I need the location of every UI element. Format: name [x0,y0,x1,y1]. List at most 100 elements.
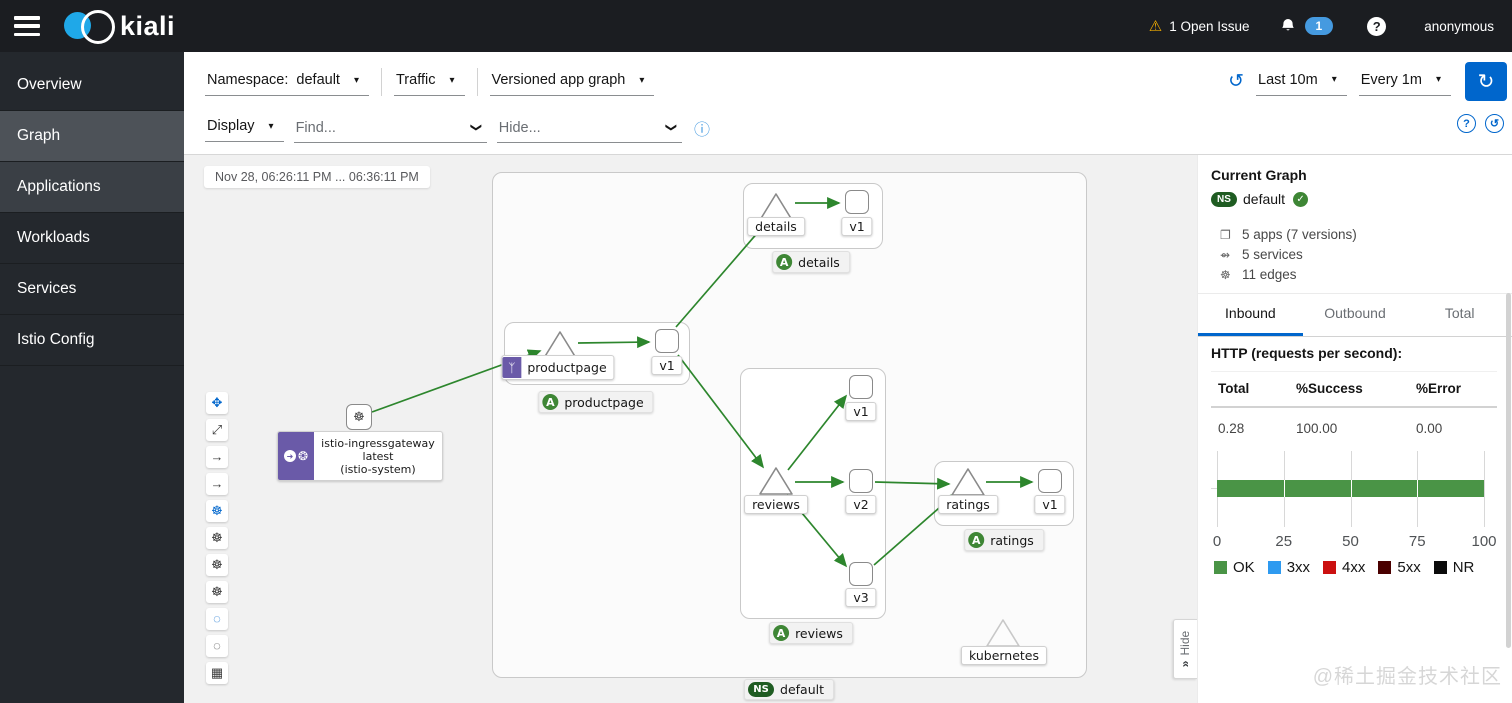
tab-outbound[interactable]: Outbound [1324,305,1386,321]
y-axis-tick [1211,488,1217,489]
node-label-details-v1[interactable]: v1 [841,217,873,236]
hide-all-edges-button[interactable]: → [206,473,228,495]
menu-toggle-icon[interactable] [14,16,40,36]
legend-label: 4xx [1342,559,1366,576]
sidebar-item-overview[interactable]: Overview [0,60,184,111]
find-control: ❯ [293,113,487,143]
node-label-reviews-v3[interactable]: v3 [845,588,877,607]
app-badge-ratings[interactable]: A ratings [964,529,1044,551]
pan-button[interactable]: ✥ [206,392,228,414]
sidebar-item-services[interactable]: Services [0,264,184,315]
workload-node-details-v1[interactable] [845,190,869,214]
app-badge-productpage[interactable]: A productpage [538,391,654,413]
x-tick-label: 25 [1275,533,1293,550]
time-range-history-icon[interactable]: ↺ [1228,71,1245,92]
app-icon: A [968,532,985,548]
masthead-right: ⚠ 1 Open Issue 1 ? anonymous [1149,0,1494,52]
service-node-reviews[interactable] [758,466,794,496]
node-label-reviews[interactable]: reviews [744,495,808,514]
service-node-kubernetes[interactable] [985,618,1021,648]
node-label-istio-ingressgateway[interactable]: ➜ ❂ istio-ingressgateway latest (istio-s… [277,431,443,481]
node-label-details[interactable]: details [747,217,805,236]
zoom-to-fit-button[interactable]: ⤢ [206,419,228,441]
node-label-productpage-v1[interactable]: v1 [651,356,683,375]
graph-canvas[interactable]: Nov 28, 06:26:11 PM ... 06:36:11 PM ✥ ⤢ … [184,155,1197,703]
notification-badge[interactable]: 1 [1304,17,1334,35]
workload-node-reviews-v1[interactable] [849,375,873,399]
namespace-label: Namespace: [207,72,289,88]
masthead: kiali ⚠ 1 Open Issue 1 ? anonymous [0,0,1512,52]
app-badge-details[interactable]: A details [772,251,850,273]
summary-apps: ❐ 5 apps (7 versions) [1220,225,1357,244]
panel-scrollbar[interactable] [1506,293,1511,648]
layout-2-button[interactable]: ☸ [206,554,228,576]
layout-1-button[interactable]: ☸ [206,527,228,549]
namespace-value: default [296,72,340,88]
legend-swatch [1267,561,1281,574]
bell-icon[interactable] [1280,18,1296,35]
layout-3-button[interactable]: ☸ [206,581,228,603]
caret-down-icon: ▾ [353,74,359,86]
display-dropdown[interactable]: Display ▾ [205,114,284,142]
kiali-brand[interactable]: kiali [62,10,175,44]
bar-gridline [1283,480,1285,497]
username[interactable]: anonymous [1424,18,1494,34]
tab-inbound[interactable]: Inbound [1198,294,1303,336]
namespace-layout-a-button[interactable]: ◌ [206,608,228,630]
x-tick-label: 50 [1342,533,1359,550]
node-label-kubernetes[interactable]: kubernetes [960,646,1048,665]
applications-icon: ❐ [1220,227,1231,242]
node-label-reviews-v1[interactable]: v1 [845,402,877,421]
edges-icon: ☸ [1220,267,1231,282]
tab-total[interactable]: Total [1444,305,1475,321]
app-icon: A [773,625,790,641]
legend-button[interactable]: ▦ [206,662,228,684]
traffic-dropdown[interactable]: Traffic ▾ [393,68,465,96]
duration-dropdown[interactable]: Last 10m ▾ [1256,68,1347,96]
summary-services: ⇴ 5 services [1220,245,1357,264]
refresh-button[interactable]: ↻ [1465,62,1507,101]
node-label-text: productpage [527,360,607,375]
caret-down-icon: ▾ [268,120,274,132]
hide-healthy-edges-button[interactable]: → [206,446,228,468]
namespace-badge-default[interactable]: NS default [744,679,834,700]
find-chevron-down-icon[interactable]: ❯ [469,122,482,133]
sidebar-item-applications[interactable]: Applications [0,162,184,213]
graph-side-toolbar: ✥ ⤢ → → ☸ ☸ ☸ ☸ ◌ ◌ ▦ [206,392,228,684]
graph-type-dropdown[interactable]: Versioned app graph ▾ [489,68,655,96]
node-label-productpage[interactable]: ᛉ productpage [501,355,615,380]
node-label-ratings[interactable]: ratings [938,495,998,514]
node-label-reviews-v2[interactable]: v2 [845,495,877,514]
workload-node-reviews-v2[interactable] [849,469,873,493]
app-badge-label: reviews [795,625,843,641]
legend-label: 5xx [1397,559,1421,576]
namespace-layout-b-button[interactable]: ◌ [206,635,228,657]
find-hide-info-icon[interactable]: ⓘ [694,122,711,139]
sidebar-item-graph[interactable]: Graph [0,111,184,162]
hide-panel-button[interactable]: » Hide [1173,619,1197,679]
hide-chevron-down-icon[interactable]: ❯ [664,122,677,133]
graph-help-icons: ? ↺ [1457,114,1504,133]
workload-node-productpage-v1[interactable] [655,329,679,353]
sidebar-item-workloads[interactable]: Workloads [0,213,184,264]
namespace-dropdown[interactable]: Namespace: default ▾ [205,68,369,96]
workload-node-ratings-v1[interactable] [1038,469,1062,493]
service-node-ratings[interactable] [950,467,986,497]
summary-edges-text: 11 edges [1242,267,1297,282]
layout-default-button[interactable]: ☸ [206,500,228,522]
workload-node-reviews-v3[interactable] [849,562,873,586]
workload-node-istio-ingressgateway[interactable]: ☸ [346,404,372,430]
refresh-interval-dropdown[interactable]: Every 1m ▾ [1358,68,1451,96]
find-input[interactable] [293,113,466,142]
shortcuts-help-icon[interactable]: ? [1457,114,1476,133]
app-badge-reviews[interactable]: A reviews [769,622,853,644]
graph-settings-icon[interactable]: ↺ [1485,114,1504,133]
node-label-ratings-v1[interactable]: v1 [1034,495,1066,514]
bar-gridline [1350,480,1352,497]
open-issues-link[interactable]: ⚠ 1 Open Issue [1149,17,1250,35]
hide-input[interactable] [496,113,661,142]
panel-title: Current Graph [1211,167,1307,183]
sidebar-item-istio-config[interactable]: Istio Config [0,315,184,366]
move-icon: ✥ [211,395,223,410]
help-icon[interactable]: ? [1367,16,1387,36]
